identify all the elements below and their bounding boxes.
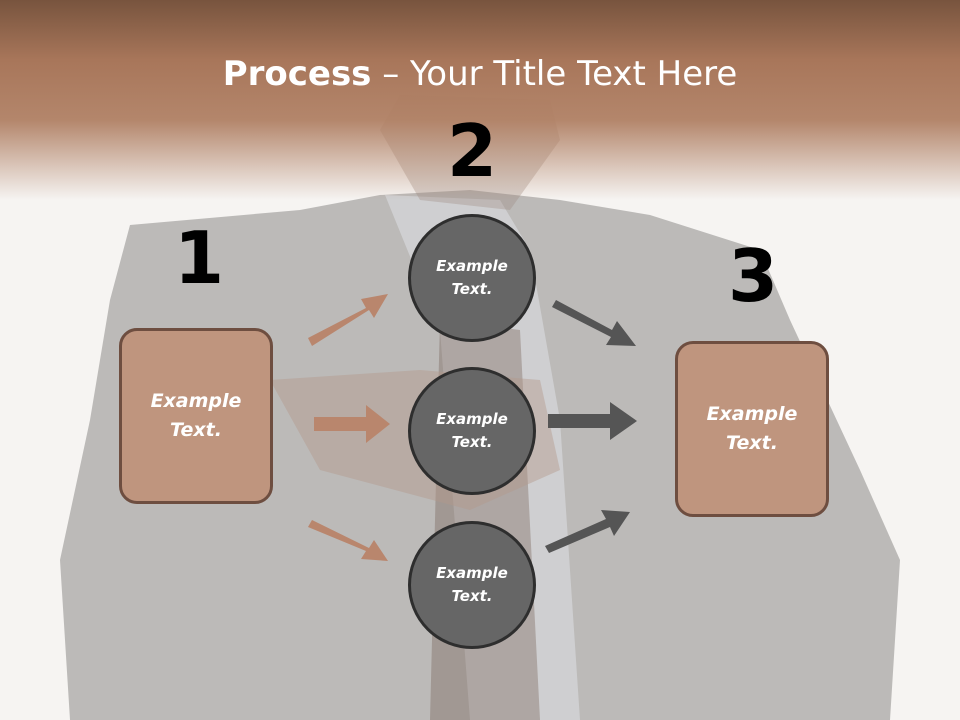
arrow-gray-up xyxy=(545,510,630,553)
slide-title[interactable]: Process – Your Title Text Here xyxy=(0,52,960,96)
title-band xyxy=(0,0,960,200)
right-step-box[interactable]: Example Text. xyxy=(675,341,829,517)
circle-middle-line2: Text. xyxy=(451,433,493,451)
arrow-brown-straight xyxy=(314,405,390,443)
title-strong: Process xyxy=(222,54,372,94)
circle-top-line1: Example xyxy=(436,257,508,275)
right-box-line1: Example xyxy=(706,403,798,425)
arrow-gray-straight xyxy=(548,402,637,440)
arrow-brown-up xyxy=(308,294,388,346)
left-box-line2: Text. xyxy=(170,419,222,441)
right-box-line2: Text. xyxy=(726,432,778,454)
circle-middle-line1: Example xyxy=(436,410,508,428)
step-number-1: 1 xyxy=(173,216,225,300)
arrow-brown-down xyxy=(308,520,388,561)
circle-top[interactable]: Example Text. xyxy=(408,214,536,342)
step-number-3: 3 xyxy=(727,234,779,318)
circle-middle[interactable]: Example Text. xyxy=(408,367,536,495)
left-box-line1: Example xyxy=(150,390,242,412)
step-number-2: 2 xyxy=(446,109,498,193)
left-step-box[interactable]: Example Text. xyxy=(119,328,273,504)
circle-top-line2: Text. xyxy=(451,280,493,298)
arrow-gray-down xyxy=(552,300,636,346)
circle-bottom[interactable]: Example Text. xyxy=(408,521,536,649)
circle-bottom-line2: Text. xyxy=(451,587,493,605)
circle-bottom-line1: Example xyxy=(436,564,508,582)
title-rest: – Your Title Text Here xyxy=(371,54,738,94)
